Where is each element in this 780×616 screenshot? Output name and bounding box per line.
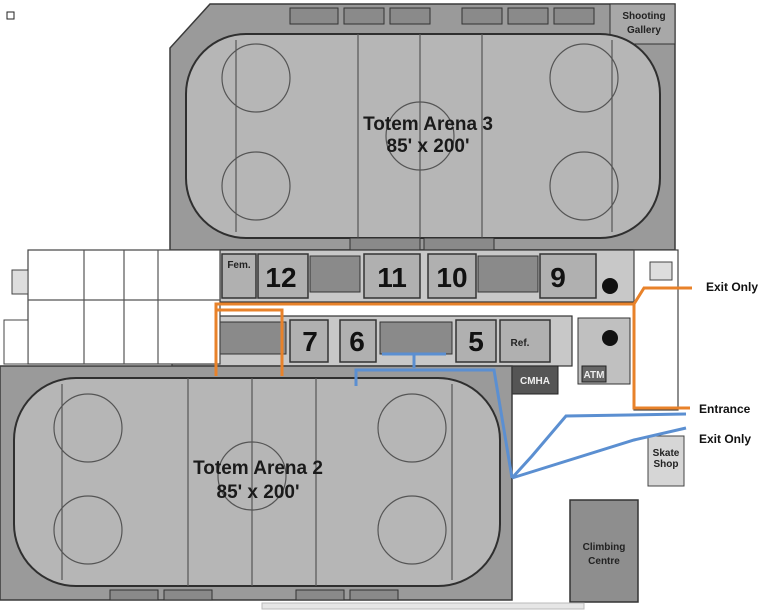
room-12 [257,253,309,299]
room-6-label: 6 [349,326,365,357]
arena-3-building: Shooting Gallery Totem Arena 3 85' x 200… [169,3,676,251]
column-marker-top [602,278,618,294]
atm-label: ATM [584,370,605,381]
blue-route [354,352,687,480]
arena-2-building: Totem Arena 2 85' x 200' [0,365,513,601]
arena-3-rink [185,33,661,239]
fem-label: Fem. [227,260,251,271]
arena-2-size: 85' x 200' [217,482,300,503]
arena-2-name: Totem Arena 2 [193,458,323,479]
climbing-label-2: Centre [588,556,620,567]
skate-shop [647,435,685,487]
arena-3-size: 85' x 200' [387,136,470,157]
room-9-label: 9 [550,262,566,293]
room-7-label: 7 [302,326,318,357]
room-6 [339,319,377,363]
skate-shop-label-2: Shop [654,459,679,470]
arena-3-name: Totem Arena 3 [363,114,493,135]
cmha-office [511,365,559,395]
climbing-label-1: Climbing [583,542,626,553]
cmha-label: CMHA [520,376,550,387]
entrance-label: Entrance [699,402,751,416]
corner-marker [6,11,15,20]
east-wing: Skate Shop [633,249,685,487]
skate-shop-label-1: Skate [653,448,680,459]
column-marker-bottom [602,330,618,346]
horizontal-scrollbar[interactable] [261,602,585,610]
ref-room [499,319,551,363]
shooting-gallery-label-1: Shooting [622,11,665,22]
west-wing [3,249,221,365]
room-5 [455,319,497,363]
room-5-label: 5 [468,326,484,357]
climbing-centre: Climbing Centre [569,499,639,603]
room-10-label: 10 [436,262,467,293]
room-9 [539,253,597,299]
ref-label: Ref. [511,338,530,349]
room-10 [427,253,477,299]
room-7 [289,319,329,363]
exit-only-bottom-label: Exit Only [699,432,751,446]
room-12-label: 12 [265,262,296,293]
shooting-gallery-label-2: Gallery [627,25,661,36]
atm-box [581,365,607,383]
orange-route [214,286,692,410]
room-11 [363,253,421,299]
room-11-label: 11 [377,262,407,293]
exit-only-top-label: Exit Only [706,280,758,294]
